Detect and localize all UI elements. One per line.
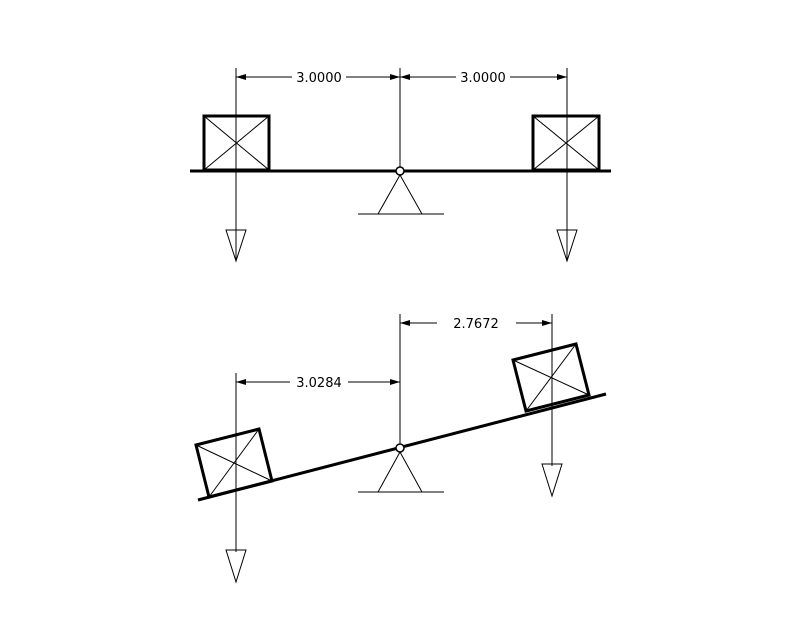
fulcrum: [358, 166, 444, 215]
force-arrow-right: [556, 229, 578, 263]
weight-box-left: [202, 114, 271, 172]
weight-box-left-tilted: [194, 427, 274, 499]
force-arrow-right-bottom: [541, 463, 563, 498]
dimension-label-bottom-right: 2.7672: [453, 317, 499, 332]
dimension-label-top-left: 3.0000: [296, 71, 342, 86]
weight-box-right-tilted: [511, 342, 591, 413]
force-arrow-left: [225, 229, 247, 263]
weight-box-right: [531, 114, 601, 172]
dimension-label-top-right: 3.0000: [460, 71, 506, 86]
force-arrow-left-bottom: [225, 549, 247, 584]
fulcrum-bottom: [358, 443, 444, 493]
dimension-label-bottom-left: 3.0284: [296, 376, 342, 391]
balanced-lever: 3.0000 3.0000: [190, 68, 611, 263]
tilted-lever: 2.7672 3.0284: [194, 314, 607, 584]
